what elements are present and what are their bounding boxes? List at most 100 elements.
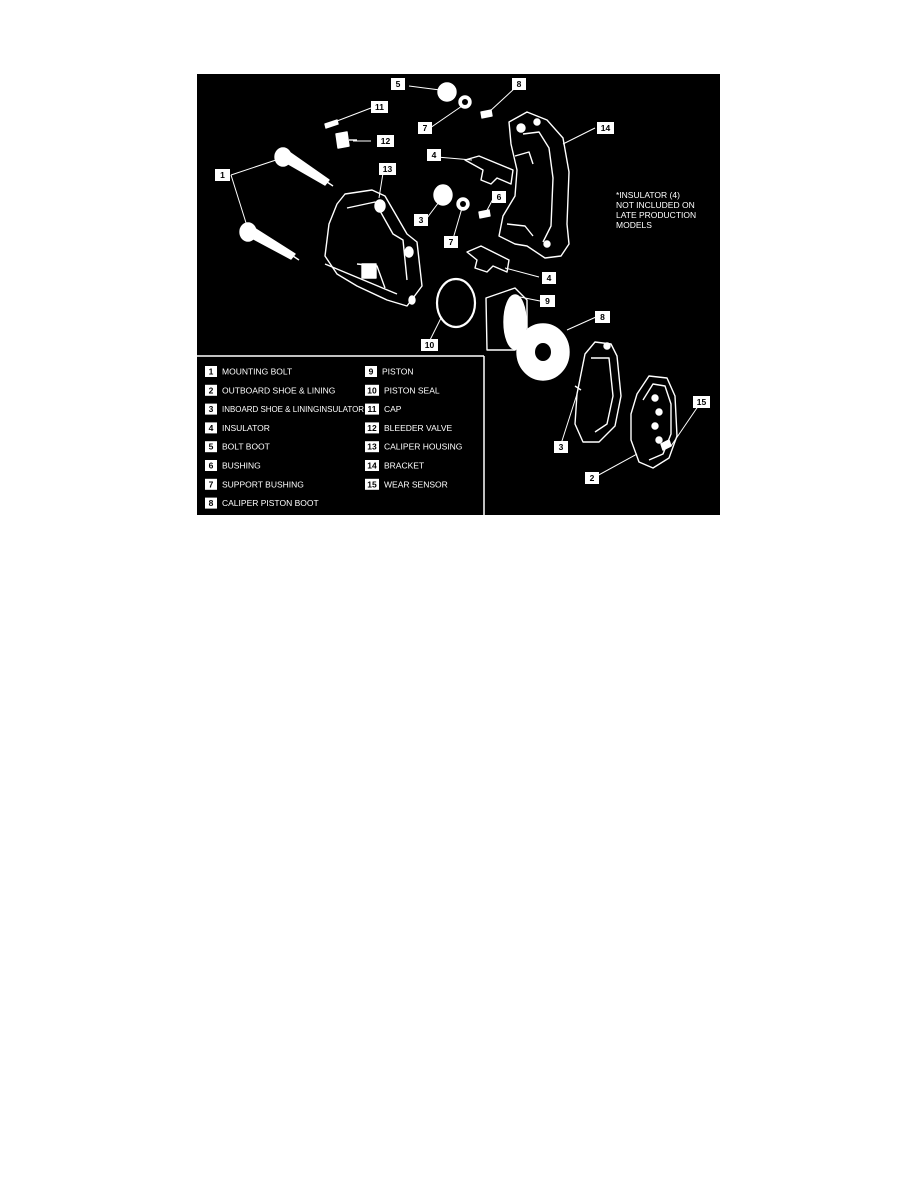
legend-number: 4: [209, 423, 214, 433]
legend-label: BOLT BOOT: [222, 442, 270, 452]
svg-text:7: 7: [423, 123, 428, 133]
callout-10: 10: [421, 339, 438, 351]
svg-text:13: 13: [383, 164, 393, 174]
leader-lines: [230, 85, 702, 478]
svg-text:14: 14: [601, 123, 611, 133]
legend-number-box: [365, 441, 379, 453]
legend-label: BRACKET: [384, 461, 424, 471]
bracket-part: [498, 111, 570, 259]
legend-item: 14 BRACKET: [365, 460, 424, 471]
legend-number: 10: [367, 385, 377, 395]
legend-item: 7 SUPPORT BUSHING: [205, 478, 304, 490]
svg-text:8: 8: [517, 79, 522, 89]
outboard-shoe-part: [630, 375, 678, 469]
svg-text:15: 15: [697, 397, 707, 407]
callout-7-lower: 7: [444, 236, 458, 248]
legend-item: 15 WEAR SENSOR: [365, 478, 448, 490]
legend-label: CAP: [384, 404, 402, 414]
legend-label: CALIPER PISTON BOOT: [222, 498, 319, 508]
support-bushing-upper: [458, 95, 472, 109]
mounting-bolt-upper: [274, 147, 334, 187]
legend-number: 6: [209, 461, 214, 471]
legend-number-box: [365, 460, 379, 471]
legend-label: PISTON: [382, 367, 414, 377]
callout-8-lower: 8: [595, 311, 610, 323]
insulator-upper: [464, 155, 514, 185]
callout-8-top: 8: [512, 78, 526, 90]
bushing-lower: [478, 209, 491, 219]
callout-4-top: 4: [427, 149, 441, 161]
legend-label: PISTON SEAL: [384, 385, 440, 395]
legend-number-box: [205, 497, 217, 509]
legend-item: 12 BLEEDER VALVE: [365, 422, 453, 434]
legend-number-box: [365, 384, 379, 396]
callouts: 5 8 11 7 12 14 1 13 4 3 6 7 4 9 8 10 15 …: [215, 78, 710, 484]
legend-number-box: [365, 478, 379, 490]
legend-item: 8 CALIPER PISTON BOOT: [205, 497, 319, 509]
legend-number-box: [205, 460, 217, 471]
bleeder-valve-part: [335, 131, 357, 149]
legend-number-box: [205, 422, 217, 434]
legend-label: BLEEDER VALVE: [384, 423, 453, 433]
svg-text:4: 4: [432, 150, 437, 160]
legend-number-box: [365, 422, 379, 434]
caliper-housing-part: [324, 189, 423, 307]
support-bushing-lower: [456, 197, 470, 211]
svg-text:1: 1: [220, 170, 225, 180]
svg-text:2: 2: [590, 473, 595, 483]
brake-caliper-exploded-diagram: 5 8 11 7 12 14 1 13 4 3 6 7 4 9 8 10 15 …: [197, 74, 720, 515]
svg-text:3: 3: [419, 215, 424, 225]
svg-text:10: 10: [425, 340, 435, 350]
legend-label: OUTBOARD SHOE & LINING: [222, 385, 335, 395]
callout-7-top: 7: [418, 122, 432, 134]
diagram-canvas: 5 8 11 7 12 14 1 13 4 3 6 7 4 9 8 10 15 …: [197, 74, 720, 515]
callout-9: 9: [540, 295, 555, 307]
svg-text:3: 3: [559, 442, 564, 452]
legend-number: 15: [367, 479, 377, 489]
legend-number: 12: [367, 423, 377, 433]
legend-number: 13: [367, 442, 377, 452]
bolt-boot-upper: [437, 82, 457, 102]
callout-12: 12: [377, 135, 394, 147]
legend-label: CALIPER HOUSING: [384, 442, 462, 452]
callout-6: 6: [492, 191, 506, 203]
legend-label: SUPPORT BUSHING: [222, 479, 304, 489]
svg-text:7: 7: [449, 237, 454, 247]
callout-3-top: 3: [414, 214, 428, 226]
legend-number: 1: [209, 367, 214, 377]
legend-item: 13 CALIPER HOUSING: [365, 441, 462, 453]
legend-number: 7: [209, 479, 214, 489]
legend-number: 14: [367, 461, 377, 471]
legend-number: 3: [209, 404, 214, 414]
callout-15: 15: [693, 396, 710, 408]
callout-14: 14: [597, 122, 614, 134]
insulator-note: *INSULATOR (4) NOT INCLUDED ON LATE PROD…: [616, 190, 696, 230]
callout-2: 2: [585, 472, 599, 484]
mounting-bolt-lower: [239, 222, 300, 261]
svg-text:LATE PRODUCTION: LATE PRODUCTION: [616, 210, 696, 220]
legend-number-box: [205, 441, 217, 453]
legend-number-box: [205, 384, 217, 396]
inboard-shoe-part: [574, 341, 622, 443]
piston-part: [485, 287, 528, 351]
callout-11: 11: [371, 101, 388, 113]
legend-number: 8: [209, 498, 214, 508]
svg-text:11: 11: [375, 102, 384, 112]
callout-4-lower: 4: [542, 272, 556, 284]
caliper-piston-boot-part: [516, 323, 570, 381]
legend-label: WEAR SENSOR: [384, 479, 448, 489]
callout-3-lower: 3: [554, 441, 568, 453]
insulator-lower: [466, 245, 510, 273]
callout-1: 1: [215, 169, 230, 181]
svg-text:12: 12: [381, 136, 391, 146]
legend-number-box: [365, 403, 379, 415]
